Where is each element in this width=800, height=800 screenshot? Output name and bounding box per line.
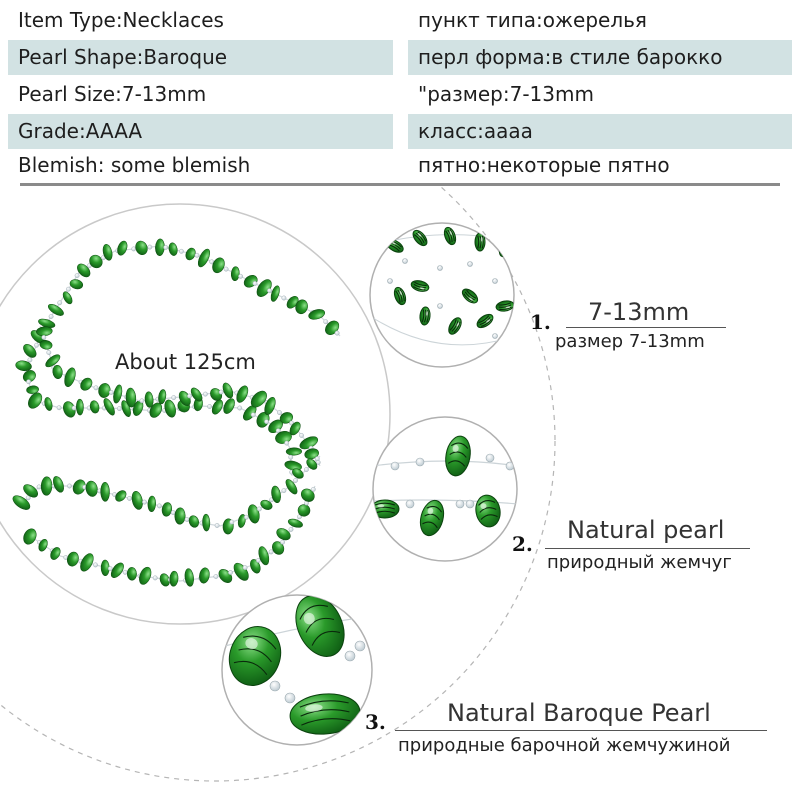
spec-item-type-ru: пункт типа:ожерелья xyxy=(418,8,647,32)
detail-2-underline xyxy=(545,548,750,549)
length-label: About 125cm xyxy=(115,350,256,374)
main-circle xyxy=(0,203,391,625)
spec-row-blemish: Blemish: some blemish пятно:некоторые пя… xyxy=(0,147,800,184)
spec-item-type-en: Item Type:Necklaces xyxy=(18,8,224,32)
detail-3-title: Natural Baroque Pearl xyxy=(447,699,711,727)
detail-1-subtitle: размер 7-13mm xyxy=(555,331,705,352)
necklace-illustration xyxy=(0,186,556,782)
detail-2-closeup xyxy=(373,435,517,537)
detail-1-number: 1. xyxy=(530,310,551,334)
spec-row-pearl-size: Pearl Size:7-13mm "размер:7-13mm xyxy=(0,76,800,113)
detail-1-underline xyxy=(566,327,726,328)
spec-pearl-shape-ru: перл форма:в стиле барокко xyxy=(408,40,792,75)
detail-2-subtitle: природный жемчуг xyxy=(547,552,732,573)
spec-row-grade: Grade:AAAA класс:аааа xyxy=(0,113,800,150)
product-scene: About 125cm 1. 7-13mm размер 7-13mm 2. N… xyxy=(0,186,800,800)
detail-1-title: 7-13mm xyxy=(588,298,690,326)
detail-3-underline xyxy=(395,730,767,731)
detail-3-number: 3. xyxy=(365,710,386,734)
spec-grade-ru: класс:аааа xyxy=(408,114,792,149)
spec-row-pearl-shape: Pearl Shape:Baroque перл форма:в стиле б… xyxy=(0,39,800,76)
spec-blemish-en: Blemish: some blemish xyxy=(18,153,251,177)
spec-grade-en: Grade:AAAA xyxy=(8,114,393,149)
spec-row-item-type: Item Type:Necklaces пункт типа:ожерелья xyxy=(0,2,800,39)
spec-pearl-size-en: Pearl Size:7-13mm xyxy=(18,82,207,106)
decor-dashed-arc xyxy=(0,186,556,782)
detail-2-title: Natural pearl xyxy=(567,516,725,544)
detail-3-subtitle: природные барочной жемчужиной xyxy=(398,735,731,756)
necklace-strands xyxy=(12,238,341,587)
detail-2-number: 2. xyxy=(512,532,533,556)
spec-table: Item Type:Necklaces пункт типа:ожерелья … xyxy=(0,0,800,186)
detail-3-closeup xyxy=(224,595,372,735)
spec-pearl-size-ru: "размер:7-13mm xyxy=(418,82,594,106)
spec-pearl-shape-en: Pearl Shape:Baroque xyxy=(8,40,393,75)
spec-blemish-ru: пятно:некоторые пятно xyxy=(418,153,670,177)
section-divider xyxy=(20,183,780,186)
detail-circle-2 xyxy=(372,416,518,562)
